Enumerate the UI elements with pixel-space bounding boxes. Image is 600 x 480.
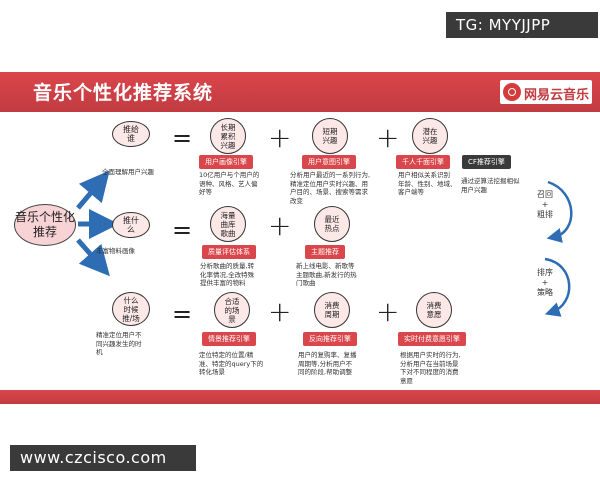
equals-sign: = (172, 300, 193, 328)
factor-hot-topics: 最近 热点 (314, 206, 350, 242)
engine-user-profile: 用户画像引擎 (199, 155, 253, 169)
desc-reverse: 用户的复购率、复播 周期等,分析用户不 同的阶段,帮助调整 (298, 351, 357, 376)
engine-topic: 主题推荐 (305, 245, 345, 259)
connector-arrows (76, 170, 573, 317)
engine-personalized: 千人千面引擎 (396, 155, 450, 169)
desc-context: 定位特定的位置/精 准、特定的query下的 转化场景 (199, 351, 264, 376)
factor-scene: 合适 的场 景 (214, 292, 250, 328)
watermark-bottom: www.czcisco.com (10, 445, 196, 471)
engine-cf: CF推荐引擎 (462, 155, 511, 169)
plus-sign: + (268, 121, 292, 154)
factor-short-term-interest: 短期 兴趣 (312, 118, 348, 154)
plus-sign: + (376, 121, 400, 154)
desc-user-profile: 10亿用户与个用户的 语种、风格、艺人偏 好等 (199, 171, 260, 196)
engine-realtime-pay: 实时付费意愿引擎 (398, 332, 466, 346)
desc-personalized: 用户相似关系识别 年龄、性别、地域、 客户端等 (398, 171, 457, 196)
factor-long-term-interest: 长期 累积 兴趣 (210, 118, 246, 154)
desc-quality: 分析歌曲的质量,转 化率情况,全改特殊 提供丰富的物料 (200, 262, 255, 287)
arrow-to-when (76, 238, 110, 277)
engine-context: 情景推荐引擎 (202, 332, 256, 346)
question-when-note: 精准定位用户不 同兴趣发生的时 机 (96, 331, 142, 356)
factor-song-library: 海量 曲库 歌曲 (210, 206, 246, 242)
desc-cf: 通过逆算法挖掘相似 用户兴趣 (461, 177, 520, 194)
watermark-top: TG: MYYJJPP (446, 12, 598, 38)
engine-user-intent: 用户意图引擎 (302, 155, 356, 169)
question-what-note: 丰富物料画像 (96, 247, 135, 255)
plus-sign: + (376, 295, 400, 328)
bottom-band (0, 390, 600, 404)
equals-sign: = (172, 216, 193, 244)
engine-reverse: 反向推荐引擎 (303, 332, 357, 346)
arrow-to-who (76, 170, 110, 210)
question-who-note: 全面理解用户兴趣 (102, 168, 154, 176)
page-title: 音乐个性化推荐系统 (33, 82, 214, 104)
question-what: 推什 么 (112, 212, 150, 238)
desc-user-intent: 分析用户最近的一系列行为, 精准定位用户实时兴趣、用 户目的、场景、搜索等需求 … (290, 171, 371, 205)
question-who: 推给 谁 (112, 121, 150, 147)
plus-sign: + (268, 295, 292, 328)
engine-quality: 质量评估体系 (202, 245, 256, 259)
factor-consumption-will: 消费 意愿 (416, 292, 452, 328)
netease-music-logo-icon (503, 83, 521, 101)
plus-sign: + (268, 209, 292, 242)
arrow-recall (546, 180, 573, 243)
brand-badge: 网易云音乐 (500, 80, 592, 104)
desc-topic: 新上线电影、新歌等 主题歌曲,新发行的热 门歌曲 (296, 262, 357, 287)
side-note-ranking: 排序 + 策略 (537, 268, 553, 297)
factor-consumption-cycle: 消费 周期 (314, 292, 350, 328)
root-node: 音乐个性化 推荐 (14, 204, 76, 246)
side-note-recall: 召回 + 粗排 (537, 190, 553, 219)
arrow-ranking (544, 257, 571, 317)
desc-realtime-pay: 根据用户实时的行为, 分析用户在当前场景 下对不同程度的消费 意愿 (400, 351, 461, 385)
question-when: 什么 时候 推/场 (112, 292, 150, 326)
factor-latent-interest: 潜在 兴趣 (412, 118, 448, 154)
brand-name: 网易云音乐 (524, 88, 590, 103)
equals-sign: = (172, 124, 193, 152)
